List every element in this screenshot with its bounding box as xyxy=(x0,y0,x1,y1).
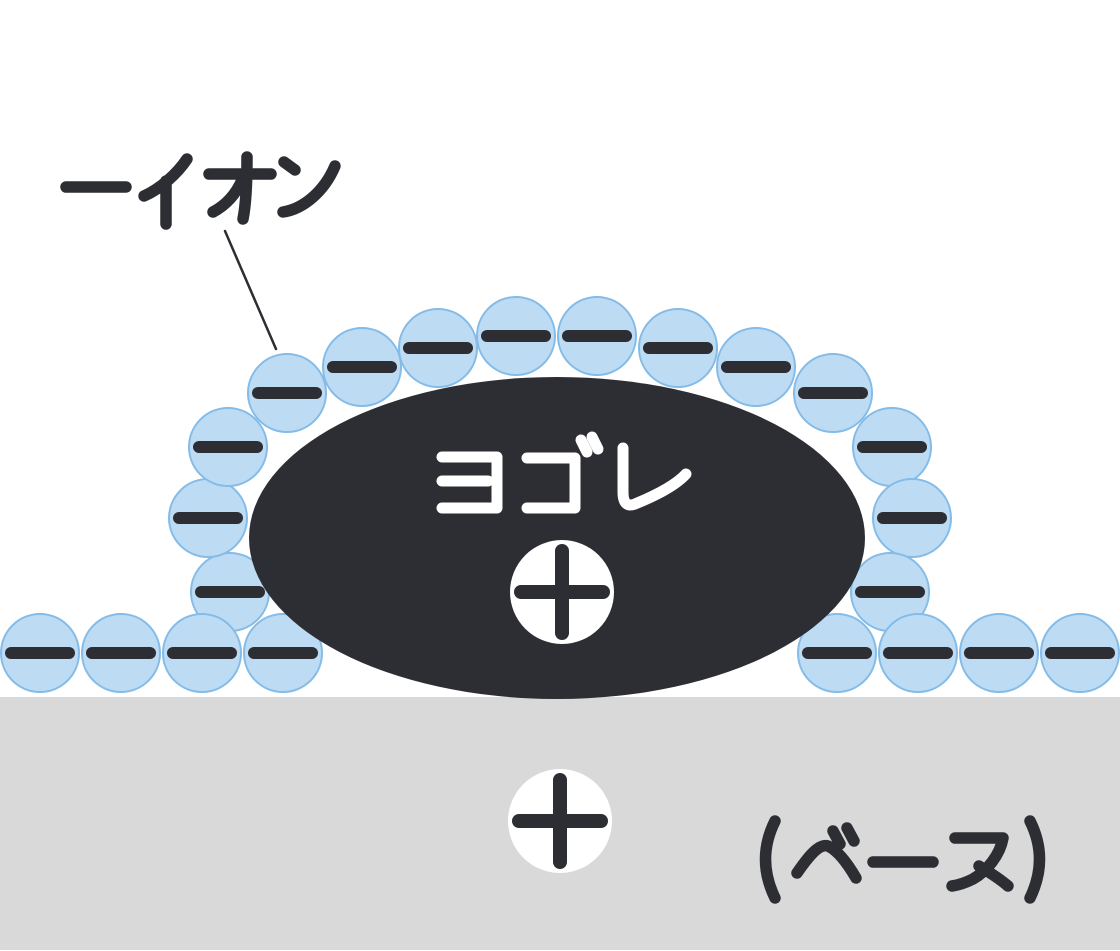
negative-ion xyxy=(322,327,402,407)
negative-ion xyxy=(959,613,1039,693)
glyph-su xyxy=(946,832,1014,892)
glyph-o xyxy=(203,151,277,225)
negative-ion xyxy=(878,613,958,693)
glyph-i xyxy=(138,153,193,230)
negative-ion xyxy=(81,613,161,693)
negative-ion xyxy=(1040,613,1120,693)
glyph-yo xyxy=(436,451,503,514)
negative-ion xyxy=(190,552,270,632)
label-leader-line xyxy=(223,229,278,351)
base-label-glyphs xyxy=(759,815,1046,904)
glyph-paren-close xyxy=(1024,815,1046,904)
negative-ion xyxy=(162,613,242,693)
negative-ion xyxy=(243,613,323,693)
negative-ion xyxy=(557,296,637,376)
dirt-label-glyphs xyxy=(436,431,692,514)
dirt-positive-charge xyxy=(510,540,614,644)
negative-ion xyxy=(638,308,718,388)
negative-ion xyxy=(247,353,327,433)
glyph-be-dakuten xyxy=(827,822,860,850)
negative-ion xyxy=(168,478,248,558)
glyph-go xyxy=(521,452,581,514)
dirt-blob xyxy=(249,377,865,699)
glyph-re xyxy=(617,442,692,511)
negative-ion xyxy=(797,613,877,693)
negative-ion xyxy=(0,613,80,693)
negative-ion xyxy=(188,407,268,487)
glyph-n xyxy=(277,156,341,218)
negative-ion xyxy=(793,353,873,433)
negative-ion xyxy=(850,552,930,632)
base-positive-charge xyxy=(508,769,612,873)
negative-ions-layer xyxy=(0,296,1120,693)
negative-ion xyxy=(872,478,952,558)
negative-ion xyxy=(476,296,556,376)
negative-ion xyxy=(852,407,932,487)
negative-ion xyxy=(716,327,796,407)
glyph-be xyxy=(791,840,862,884)
glyph-go-dakuten xyxy=(575,431,604,458)
negative-ion-label-glyphs xyxy=(60,151,341,230)
negative-ion xyxy=(398,308,478,388)
glyph-paren-open xyxy=(759,815,781,904)
